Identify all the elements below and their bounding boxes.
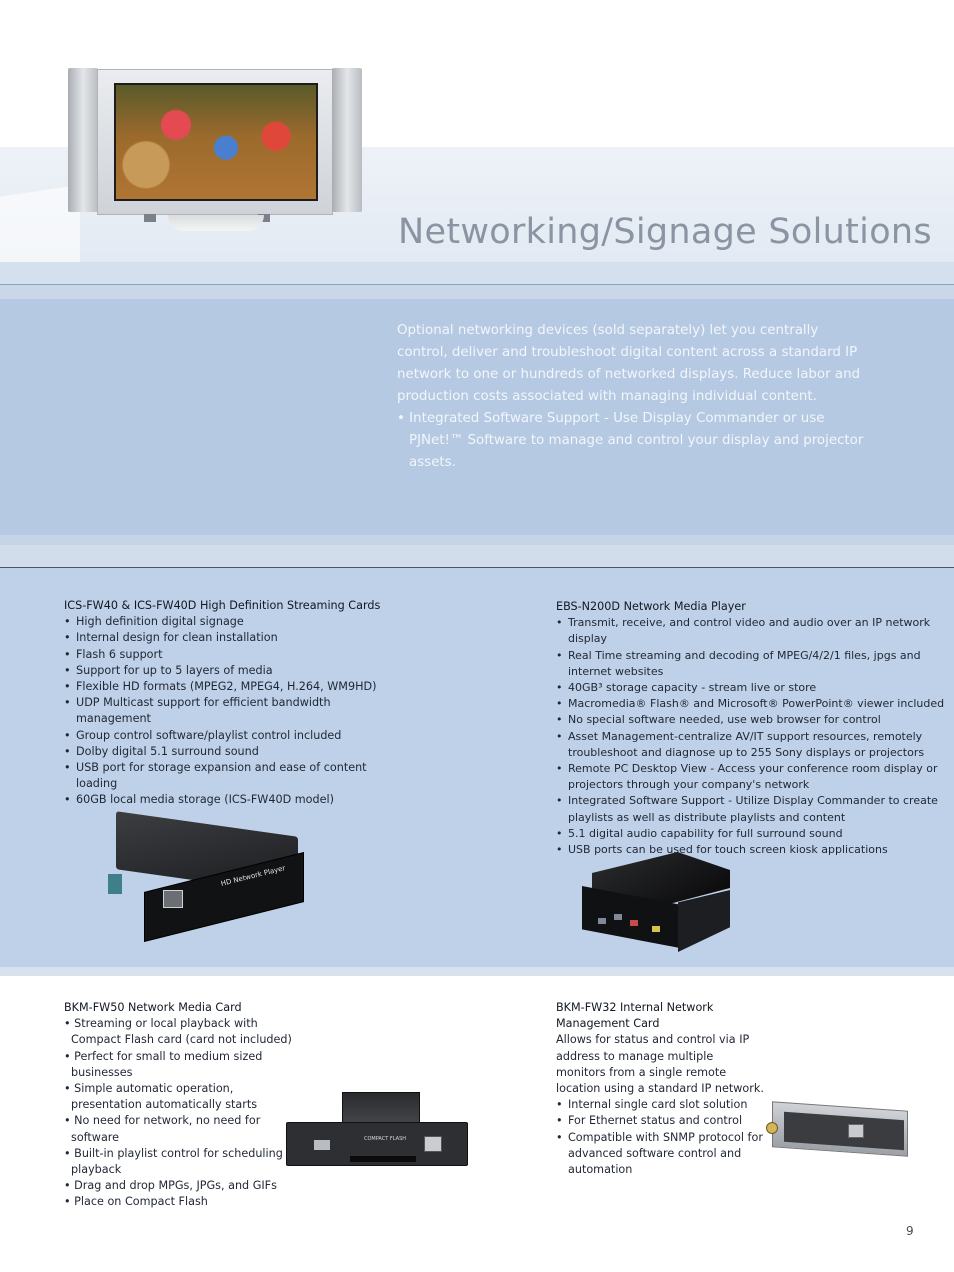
list-item: USB ports can be used for touch screen k… bbox=[556, 842, 948, 858]
list-item: Real Time streaming and decoding of MPEG… bbox=[556, 648, 948, 680]
product-bkm-fw50: BKM-FW50 Network Media Card • Streaming … bbox=[64, 1000, 304, 1211]
product-description: Allows for status and control via IP add… bbox=[556, 1033, 764, 1096]
product-ics-fw40: ICS-FW40 & ICS-FW40D High Definition Str… bbox=[64, 598, 404, 809]
list-item: Integrated Software Support - Utilize Di… bbox=[556, 793, 948, 825]
list-item: • Streaming or local playback with Compa… bbox=[64, 1017, 292, 1047]
list-item: 60GB local media storage (ICS-FW40D mode… bbox=[64, 792, 404, 808]
stand-foot bbox=[258, 214, 270, 222]
list-item: Remote PC Desktop View - Access your con… bbox=[556, 761, 948, 793]
product-title: ICS-FW40 & ICS-FW40D High Definition Str… bbox=[64, 599, 381, 612]
ethernet-port-icon bbox=[848, 1124, 864, 1138]
list-item: Flash 6 support bbox=[64, 647, 404, 663]
list-item: For Ethernet status and control bbox=[556, 1113, 766, 1129]
feature-list: Transmit, receive, and control video and… bbox=[556, 615, 948, 858]
page-number: 9 bbox=[906, 1224, 914, 1238]
stand-foot bbox=[144, 214, 156, 222]
product-title: BKM-FW50 Network Media Card bbox=[64, 1001, 242, 1014]
usb-port-icon bbox=[314, 1140, 330, 1150]
list-item: • Built-in playlist control for scheduli… bbox=[64, 1146, 298, 1177]
port-icon bbox=[652, 926, 660, 932]
list-item: • Perfect for small to medium sized busi… bbox=[64, 1049, 263, 1079]
hd-network-player-card-image: HD Network Player bbox=[108, 811, 304, 942]
port-icon bbox=[598, 918, 606, 924]
list-item: Compatible with SNMP protocol for advanc… bbox=[556, 1130, 766, 1179]
list-item: • No need for network, no need for softw… bbox=[64, 1114, 261, 1144]
ethernet-port-icon bbox=[163, 890, 183, 908]
intro-text: Optional networking devices (sold separa… bbox=[397, 320, 867, 474]
speaker-left bbox=[68, 68, 98, 212]
port-icon bbox=[630, 920, 638, 926]
page-title: Networking/Signage Solutions bbox=[398, 212, 932, 252]
network-media-player-image bbox=[582, 852, 730, 954]
display-stand bbox=[168, 215, 264, 231]
feature-list: High definition digital signage Internal… bbox=[64, 614, 404, 809]
intro-band bbox=[0, 299, 954, 535]
card-door bbox=[342, 1092, 420, 1126]
product-ebs-n200d: EBS-N200D Network Media Player Transmit,… bbox=[556, 599, 948, 858]
port-icon bbox=[614, 914, 622, 920]
intro-paragraph: Optional networking devices (sold separa… bbox=[397, 323, 861, 404]
list-item: Transmit, receive, and control video and… bbox=[556, 615, 948, 647]
stripe bbox=[0, 535, 954, 545]
list-item: • Drag and drop MPGs, JPGs, and GIFs bbox=[64, 1179, 277, 1193]
list-item: Support for up to 5 layers of media bbox=[64, 663, 404, 679]
list-item: UDP Multicast support for efficient band… bbox=[64, 695, 404, 727]
list-item: Dolby digital 5.1 surround sound bbox=[64, 744, 404, 760]
stripe bbox=[0, 285, 954, 299]
list-item: Asset Management-centralize AV/IT suppor… bbox=[556, 729, 948, 761]
ethernet-port-icon bbox=[424, 1136, 442, 1152]
display-screen bbox=[114, 83, 318, 201]
list-item: • Place on Compact Flash bbox=[64, 1195, 208, 1209]
list-item: USB port for storage expansion and ease … bbox=[64, 760, 404, 792]
list-item: No special software needed, use web brow… bbox=[556, 712, 948, 728]
product-title: EBS-N200D Network Media Player bbox=[556, 600, 746, 613]
list-item: Internal single card slot solution bbox=[556, 1097, 766, 1113]
speaker-right bbox=[332, 68, 362, 212]
list-item: Macromedia® Flash® and Microsoft® PowerP… bbox=[556, 696, 948, 712]
thumbscrew-icon bbox=[766, 1122, 778, 1134]
stripe bbox=[0, 967, 954, 976]
divider bbox=[0, 567, 954, 568]
display-bezel bbox=[97, 69, 333, 215]
hero-band-wedge bbox=[0, 185, 80, 262]
list-item: High definition digital signage bbox=[64, 614, 404, 630]
list-item: 40GB³ storage capacity - stream live or … bbox=[556, 680, 948, 696]
network-media-card-image: COMPACT FLASH bbox=[286, 1092, 468, 1166]
compact-flash-slot bbox=[350, 1156, 416, 1162]
flat-panel-display-image bbox=[68, 68, 362, 234]
stripe bbox=[0, 262, 954, 284]
card-rail bbox=[108, 874, 122, 894]
divider bbox=[0, 284, 954, 285]
product-title: BKM-FW32 Internal Network Management Car… bbox=[556, 1001, 714, 1031]
list-item: Flexible HD formats (MPEG2, MPEG4, H.264… bbox=[64, 679, 404, 695]
card-label: COMPACT FLASH bbox=[364, 1136, 407, 1142]
feature-list: Internal single card slot solution For E… bbox=[556, 1097, 766, 1178]
network-management-card-image bbox=[766, 1101, 914, 1158]
stripe bbox=[0, 545, 954, 567]
feature-list: • Streaming or local playback with Compa… bbox=[64, 1016, 304, 1210]
list-item: Internal design for clean installation bbox=[64, 630, 404, 646]
product-bkm-fw32: BKM-FW32 Internal Network Management Car… bbox=[556, 1000, 766, 1178]
list-item: • Simple automatic operation, presentati… bbox=[64, 1082, 258, 1112]
intro-bullet: • Integrated Software Support - Use Disp… bbox=[397, 411, 864, 470]
list-item: 5.1 digital audio capability for full su… bbox=[556, 826, 948, 842]
list-item: Group control software/playlist control … bbox=[64, 728, 404, 744]
